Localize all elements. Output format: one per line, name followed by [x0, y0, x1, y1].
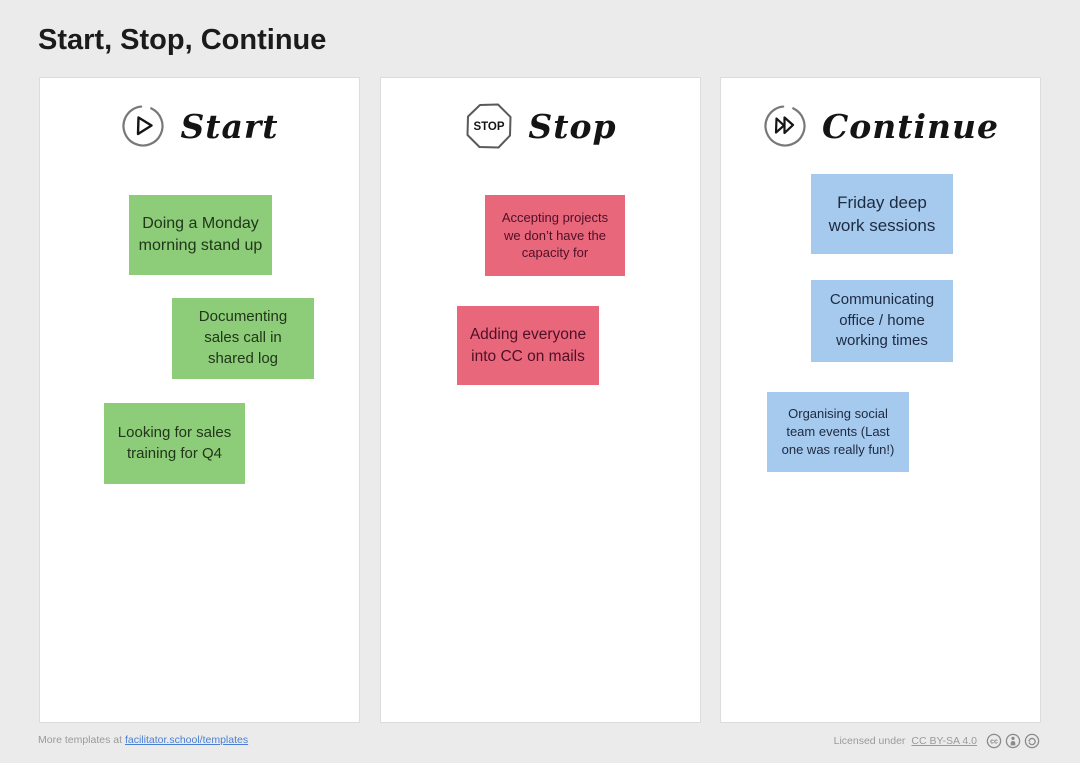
column-start: Start Doing a Monday morning stand up Doc… — [39, 77, 360, 723]
sticky-note-start[interactable]: Looking for sales training for Q4 — [104, 403, 245, 484]
license-text: Licensed under — [833, 735, 906, 747]
column-stop-title: Stop — [528, 106, 617, 146]
notes-area: Accepting projects we don’t have the cap… — [381, 78, 700, 722]
sticky-note-start[interactable]: Doing a Monday morning stand up — [129, 195, 272, 275]
svg-text:cc: cc — [990, 739, 998, 746]
footer-license: Licensed under CC BY-SA 4.0 cc — [834, 733, 1040, 749]
sticky-note-continue[interactable]: Organising social team events (Last one … — [767, 392, 909, 472]
cc-by-icon — [1005, 733, 1021, 749]
cc-sa-icon — [1024, 733, 1040, 749]
fast-forward-circle-icon — [764, 105, 806, 147]
sticky-note-continue[interactable]: Communicating office / home working time… — [811, 280, 953, 362]
license-link[interactable]: CC BY-SA 4.0 — [911, 735, 977, 747]
sticky-note-stop[interactable]: Adding everyone into CC on mails — [457, 306, 599, 385]
footer-templates: More templates at facilitator.school/tem… — [38, 734, 248, 746]
column-stop: STOP Stop Accepting projects we don’t ha… — [380, 77, 701, 723]
column-stop-header: STOP Stop — [381, 98, 700, 154]
sticky-note-continue[interactable]: Friday deep work sessions — [811, 174, 953, 254]
sticky-note-start[interactable]: Documenting sales call in shared log — [172, 298, 314, 379]
footer-templates-text: More templates at — [38, 734, 123, 746]
svg-text:STOP: STOP — [474, 121, 505, 133]
templates-link[interactable]: facilitator.school/templates — [124, 734, 249, 746]
column-continue-title: Continue — [821, 106, 1000, 146]
column-continue-header: Continue — [721, 98, 1040, 154]
sticky-note-stop[interactable]: Accepting projects we don’t have the cap… — [485, 195, 625, 276]
notes-area: Doing a Monday morning stand up Documenti… — [40, 78, 359, 722]
column-start-title: Start — [180, 106, 279, 146]
cc-icon: cc — [986, 733, 1002, 749]
column-start-header: Start — [40, 98, 359, 154]
page-title: Start, Stop, Continue — [38, 24, 327, 56]
play-circle-icon — [122, 105, 165, 147]
stop-sign-icon: STOP — [466, 103, 512, 149]
